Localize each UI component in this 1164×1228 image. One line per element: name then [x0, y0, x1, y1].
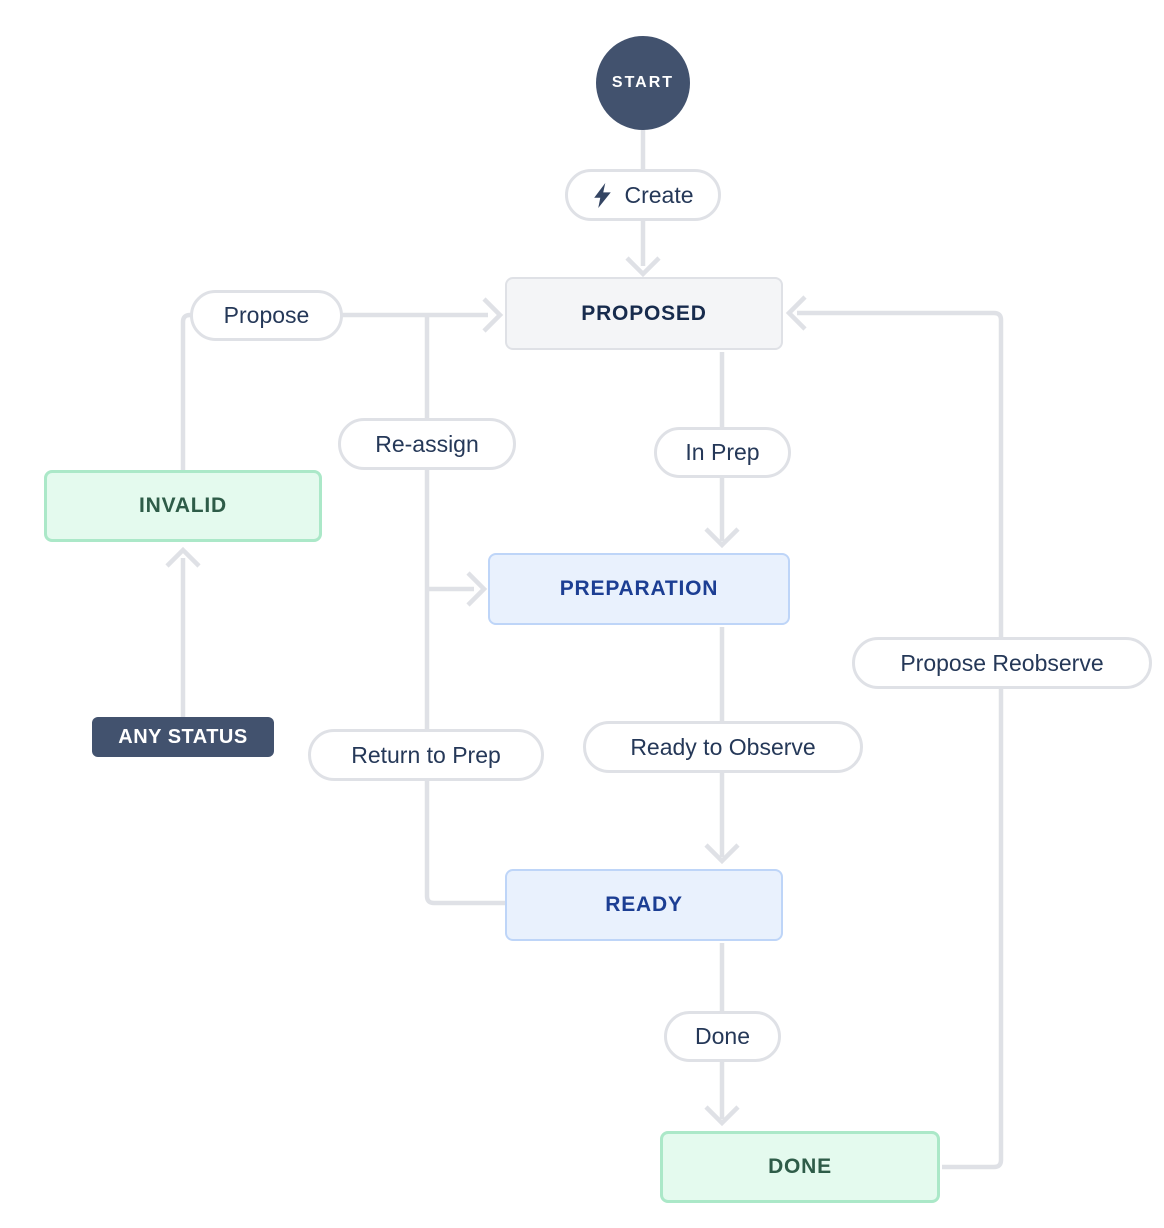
status-invalid-label: INVALID [138, 494, 228, 517]
status-done-label: DONE [768, 1155, 832, 1178]
status-invalid[interactable]: INVALID [44, 470, 322, 542]
transition-propose-label: Propose [223, 302, 310, 328]
transition-return-to-prep-label: Return to Prep [351, 741, 501, 768]
transition-propose-reobserve-label: Propose Reobserve [900, 649, 1104, 676]
start-node[interactable]: START [596, 36, 690, 130]
status-proposed-label: PROPOSED [581, 301, 707, 325]
transition-done-label: Done [695, 1023, 750, 1049]
arrowhead-into-preparation-left [466, 571, 488, 607]
arrowhead-into-proposed-right [785, 295, 807, 331]
status-preparation[interactable]: PREPARATION [488, 553, 790, 625]
status-preparation-label: PREPARATION [559, 577, 719, 600]
status-any-status[interactable]: ANY STATUS [92, 717, 274, 757]
transition-create[interactable]: Create [565, 169, 721, 221]
transition-propose[interactable]: Propose [190, 290, 343, 341]
transition-re-assign-label: Re-assign [375, 430, 479, 457]
arrowhead-into-ready-top [704, 843, 740, 865]
connector-done-to-proposereobserve [797, 310, 1004, 1170]
transition-create-label: Create [624, 181, 694, 208]
lightning-bolt-icon [592, 182, 612, 208]
arrowhead-into-proposed-top [625, 256, 661, 278]
arrowhead-into-proposed-left [482, 297, 504, 333]
arrowhead-into-done-top [704, 1105, 740, 1127]
transition-propose-reobserve[interactable]: Propose Reobserve [852, 637, 1152, 689]
transition-ready-to-observe-label: Ready to Observe [630, 733, 816, 760]
transition-done[interactable]: Done [664, 1011, 781, 1062]
transition-in-prep-label: In Prep [685, 439, 760, 465]
arrowhead-into-preparation-top [704, 527, 740, 549]
transition-ready-to-observe[interactable]: Ready to Observe [583, 721, 863, 773]
start-node-label: START [611, 74, 675, 91]
transition-in-prep[interactable]: In Prep [654, 427, 791, 478]
status-any-status-label: ANY STATUS [118, 725, 248, 748]
status-proposed[interactable]: PROPOSED [505, 277, 783, 350]
arrowhead-into-invalid-bottom [165, 546, 201, 568]
status-ready[interactable]: READY [505, 869, 783, 941]
status-ready-label: READY [605, 893, 683, 916]
status-done[interactable]: DONE [660, 1131, 940, 1203]
connector-ready-reassign-trunk [424, 315, 505, 906]
transition-re-assign[interactable]: Re-assign [338, 418, 516, 470]
transition-return-to-prep[interactable]: Return to Prep [308, 729, 544, 781]
